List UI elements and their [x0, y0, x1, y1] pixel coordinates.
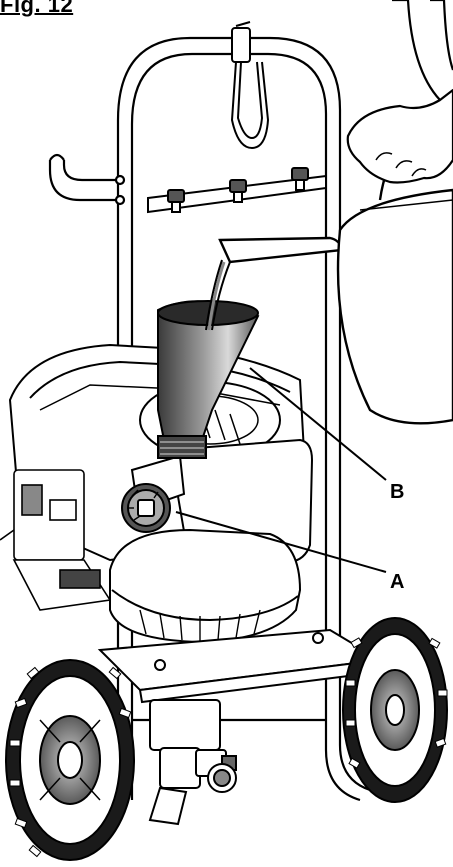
nozzle-holder	[147, 167, 327, 214]
left-wheel-tread	[9, 666, 132, 858]
left-wheel	[5, 659, 135, 861]
callout-leaders	[175, 367, 387, 573]
callout-leader-a	[175, 511, 387, 573]
nozzle-tip-3	[291, 167, 309, 191]
pump-block	[109, 438, 314, 644]
oil-fill-cap	[121, 454, 186, 533]
figure-title: Fig. 12	[0, 0, 74, 17]
callout-label-b: B	[390, 481, 404, 503]
nozzle-tip-1	[167, 189, 185, 213]
engine-controls	[0, 469, 112, 611]
hand	[346, 0, 453, 184]
callout-leader-b	[249, 367, 387, 481]
frame	[116, 36, 371, 802]
high-pressure-outlet	[148, 786, 188, 826]
oil-bottle	[218, 137, 453, 425]
callout-label-a: A	[390, 571, 404, 593]
oil-stream	[205, 259, 231, 331]
pump-head	[148, 699, 237, 826]
funnel	[157, 300, 260, 459]
water-inlet	[195, 749, 237, 793]
right-wheel-tread	[345, 637, 448, 769]
cord-strap	[230, 21, 270, 150]
right-wheel	[342, 617, 448, 803]
base-plate	[97, 628, 383, 704]
nozzle-tip-2	[229, 179, 247, 203]
hose-hook	[48, 153, 126, 206]
